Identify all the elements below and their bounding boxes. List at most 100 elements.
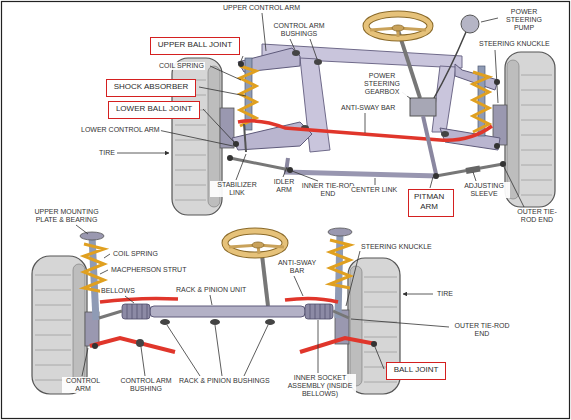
bottom-tires — [35, 275, 71, 380]
bottom-control-arms — [300, 338, 376, 352]
top-steering-linkage — [284, 172, 438, 176]
rack-and-pinion — [262, 255, 268, 306]
callout-text: BALL JOINT — [392, 365, 440, 375]
leader-lines — [203, 109, 234, 142]
leader-lines — [375, 178, 376, 185]
bottom-anti-sway-bar — [100, 298, 338, 302]
rack-and-pinion — [305, 304, 333, 319]
rack-and-pinion — [210, 319, 220, 325]
rack-and-pinion — [99, 255, 349, 325]
leader-lines — [365, 113, 366, 133]
leader-lines — [481, 18, 498, 22]
leader-lines — [294, 276, 303, 296]
top-steering-linkage — [227, 15, 506, 179]
leader-lines — [495, 50, 498, 103]
top-bushings-joints — [494, 143, 500, 149]
bottom-steering-wheel — [225, 231, 285, 255]
bottom-anti-sway-bar — [100, 298, 178, 302]
macpherson-struts — [84, 244, 104, 292]
leader-lines — [262, 13, 266, 51]
bottom-anti-sway-bar — [285, 298, 338, 302]
top-steering-wheel — [366, 14, 430, 38]
bottom-control-arms — [136, 339, 144, 347]
part-label: BELLOWS — [100, 287, 136, 295]
top-steering-linkage — [466, 169, 480, 172]
leader-lines — [199, 87, 246, 96]
top-steering-wheel — [366, 14, 430, 38]
bottom-control-arms — [90, 338, 175, 352]
leader-lines — [215, 325, 222, 376]
top-steering-linkage — [287, 167, 293, 173]
leader-lines — [158, 130, 233, 146]
part-label: RACK & PINION BUSHINGS — [178, 377, 271, 385]
top-steering-linkage — [434, 32, 466, 98]
part-label: OUTER TIE-ROD END — [450, 322, 514, 338]
top-tires — [175, 80, 206, 200]
leader-lines — [76, 225, 88, 234]
part-label: CONTROL ARM BUSHINGS — [268, 22, 330, 38]
part-label: IDLER ARM — [268, 178, 300, 194]
top-anti-sway-bar — [244, 124, 246, 152]
macpherson-struts — [338, 232, 340, 318]
leader-lines — [318, 320, 319, 373]
top-bushings-joints — [441, 131, 449, 137]
callout-box: LOWER BALL JOINT — [108, 101, 200, 119]
top-steering-linkage — [227, 155, 233, 161]
leader-lines — [125, 296, 134, 303]
macpherson-struts — [80, 228, 352, 320]
rack-and-pinion — [122, 304, 150, 319]
macpherson-struts — [328, 228, 352, 236]
callout-box: BALL JOINT — [386, 362, 446, 380]
leader-lines — [290, 39, 295, 50]
rack-and-pinion — [150, 306, 305, 317]
part-label: COIL SPRING — [112, 250, 159, 258]
leader-lines — [167, 325, 200, 376]
callout-text: PITMAN ARM — [414, 192, 444, 212]
part-label: CONTROL ARM — [62, 377, 104, 393]
leader-lines — [244, 325, 268, 376]
part-label: UPPER MOUNTING PLATE & BEARING — [28, 208, 105, 224]
top-steering-linkage — [230, 158, 290, 170]
rack-and-pinion — [127, 304, 147, 319]
callout-text: UPPER BALL JOINT — [156, 40, 234, 50]
macpherson-struts — [330, 240, 350, 288]
bottom-steering-wheel — [225, 231, 285, 255]
bottom-steering-wheel — [225, 231, 285, 255]
rack-and-pinion — [160, 319, 170, 325]
part-label: POWER STEERING PUMP — [500, 8, 548, 32]
leader-lines — [236, 154, 246, 180]
part-label: STEERING KNUCKLE — [478, 40, 551, 48]
top-steering-linkage — [461, 15, 479, 33]
top-tires — [505, 52, 555, 207]
callout-box: SHOCK ABSORBER — [106, 79, 196, 97]
rack-and-pinion — [310, 304, 330, 319]
part-label: ADJUSTING SLEEVE — [458, 182, 510, 198]
rack-and-pinion — [333, 311, 349, 318]
part-label: OUTER TIE-ROD END — [512, 208, 562, 224]
top-tires — [521, 75, 552, 195]
callout-box: PITMAN ARM — [408, 189, 454, 217]
part-label: POWER STEERING GEARBOX — [356, 72, 408, 96]
top-control-arms — [232, 48, 500, 150]
top-steering-linkage — [436, 164, 503, 176]
leader-lines — [117, 153, 169, 154]
part-label: LOWER CONTROL ARM — [80, 126, 161, 134]
bottom-tires — [32, 256, 87, 394]
part-label: COIL SPRING — [158, 62, 205, 70]
top-hubs — [220, 108, 234, 148]
leader-lines — [351, 319, 449, 327]
part-label: STEERING KNUCKLE — [360, 243, 433, 251]
leader-lines — [375, 347, 384, 369]
part-label: STABILIZER LINK — [210, 181, 264, 197]
top-steering-linkage — [433, 173, 439, 179]
callout-box: UPPER BALL JOINT — [150, 37, 240, 55]
rack-and-pinion — [265, 319, 275, 325]
bottom-control-arms — [90, 338, 377, 352]
top-tires — [507, 60, 519, 199]
bottom-steering-wheel — [252, 242, 264, 248]
top-shocks-springs — [473, 72, 489, 132]
top-steering-linkage — [410, 98, 436, 116]
leader-lines — [346, 251, 360, 306]
